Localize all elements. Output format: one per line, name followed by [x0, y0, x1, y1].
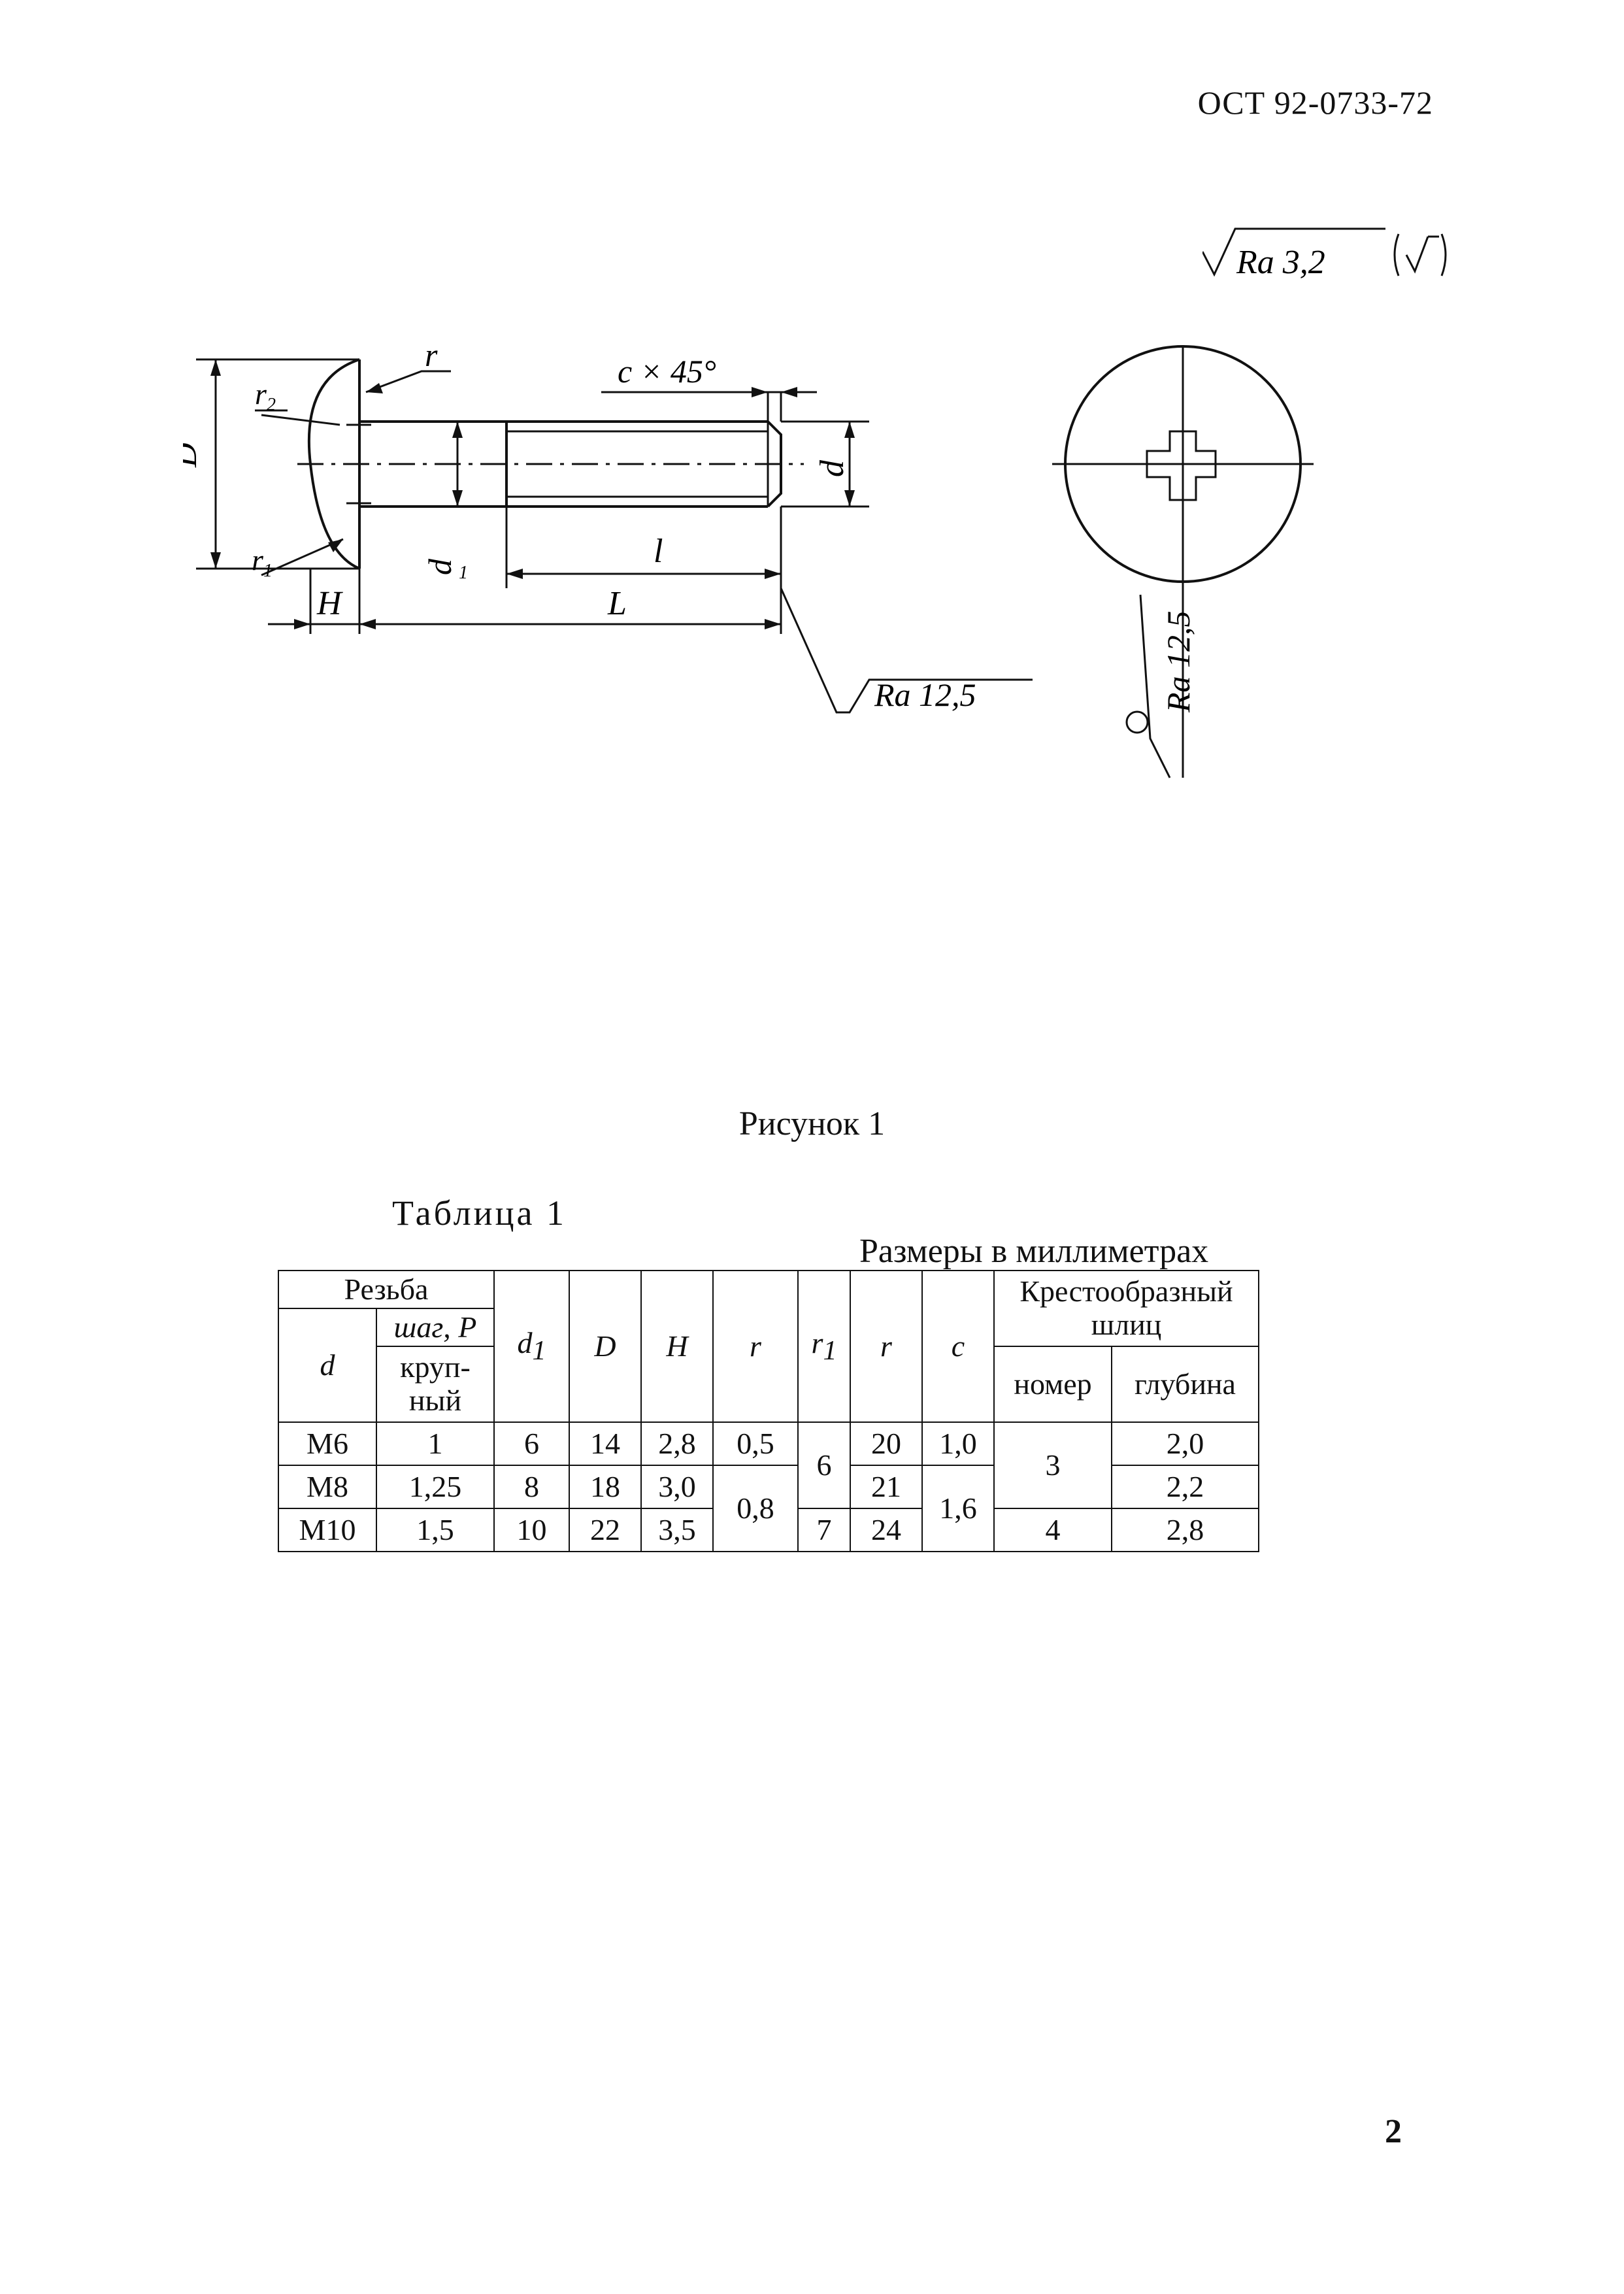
cell-c: 1,6 [921, 1465, 995, 1552]
screw-drawing: D r r 2 r 1 c × 45° d d 1 l L H Ra 12,5 [183, 337, 1033, 714]
th-coarse: круп- ный [376, 1346, 495, 1423]
cell-d: M8 [278, 1465, 377, 1509]
th-H: H [640, 1270, 714, 1423]
dim-l-label: l [654, 533, 663, 570]
cell-d1: 10 [493, 1508, 570, 1552]
table-units-note: Размеры в миллиметрах [859, 1233, 1209, 1270]
roughness-slot-label: Ra 12,5 [1160, 610, 1197, 713]
th-c: c [921, 1270, 995, 1423]
th-depth: глубина [1111, 1346, 1259, 1423]
cell-H: 2,8 [640, 1421, 714, 1466]
roughness-general-mark: Ra 3,2 [1202, 227, 1447, 281]
th-d: d [278, 1308, 377, 1423]
cell-H: 3,5 [640, 1508, 714, 1552]
th-r1-sub: 1 [823, 1336, 837, 1366]
th-d1-main: d [517, 1325, 533, 1359]
th-r1: r1 [797, 1270, 851, 1423]
th-pitch: шаг, P [376, 1308, 495, 1347]
th-thread: Резьба [278, 1270, 495, 1309]
cell-r2: 24 [850, 1508, 923, 1552]
th-D: D [569, 1270, 642, 1423]
document-code: ОСТ 92-0733-72 [1197, 84, 1433, 121]
cell-c: 1,0 [921, 1421, 995, 1466]
cell-r2: 20 [850, 1421, 923, 1466]
table-header-row-1: Резьба d1 D H r r1 r c Крестообразный шл… [278, 1270, 1259, 1423]
table-header-row-2: d шаг, P [278, 1308, 1259, 1423]
cell-pitch: 1 [376, 1421, 495, 1466]
cell-d1: 6 [493, 1421, 570, 1466]
cell-r1: 7 [797, 1508, 851, 1552]
cell-r2: 21 [850, 1465, 923, 1509]
cell-depth: 2,8 [1111, 1508, 1259, 1552]
dim-d1-label: d [422, 558, 458, 575]
cell-d: M10 [278, 1508, 377, 1552]
th-r: r [712, 1270, 799, 1423]
table-header-row-3: круп- ный номер глубина [278, 1346, 1259, 1423]
cell-d: M6 [278, 1421, 377, 1466]
dim-r2-label: r [255, 377, 267, 410]
screw-head-top-view: Ra 12,5 [1052, 345, 1314, 778]
cell-H: 3,0 [640, 1465, 714, 1509]
cell-D: 14 [569, 1421, 642, 1466]
cell-depth: 2,0 [1111, 1421, 1259, 1466]
cell-r1: 6 [797, 1421, 851, 1509]
th-r-2: r [850, 1270, 923, 1423]
figure-caption: Рисунок 1 [738, 1105, 886, 1142]
dim-H-label: H [316, 585, 343, 622]
th-slot: Крестообразный шлиц [993, 1270, 1259, 1347]
th-d1-sub: 1 [532, 1336, 546, 1366]
th-d1: d1 [493, 1270, 570, 1423]
cell-num: 3 [993, 1421, 1112, 1509]
table-title: Таблица 1 [392, 1193, 567, 1233]
cell-pitch: 1,25 [376, 1465, 495, 1509]
dim-chamfer-label: c × 45° [618, 353, 716, 390]
table-row: M10 1,5 10 22 3,5 7 24 4 2,8 [278, 1508, 1259, 1552]
cell-num: 4 [993, 1508, 1112, 1552]
cell-r: 0,5 [712, 1421, 799, 1466]
dim-r2-sub: 2 [267, 395, 276, 415]
cell-r: 0,8 [712, 1465, 799, 1552]
cell-D: 22 [569, 1508, 642, 1552]
page-number: 2 [1385, 2113, 1402, 2150]
dim-d-label: d [814, 459, 851, 477]
cell-d1: 8 [493, 1465, 570, 1509]
cell-depth: 2,2 [1111, 1465, 1259, 1509]
th-r1-main: r [811, 1325, 823, 1359]
table-row: M8 1,25 8 18 3,0 0,8 21 1,6 2,2 [278, 1465, 1259, 1552]
dim-r1-sub: 1 [263, 561, 273, 581]
dimensions-table: Резьба d1 D H r r1 r c Крестообразный шл… [278, 1270, 1259, 1552]
dim-d1-sub: 1 [459, 563, 468, 583]
roughness-general-label: Ra 3,2 [1236, 244, 1325, 281]
dim-r-label: r [425, 337, 438, 373]
cell-pitch: 1,5 [376, 1508, 495, 1552]
roughness-side-label: Ra 12,5 [874, 676, 976, 713]
table-row: M6 1 6 14 2,8 0,5 6 20 1,0 3 2,0 [278, 1421, 1259, 1509]
dim-L-label: L [607, 585, 627, 622]
cell-D: 18 [569, 1465, 642, 1509]
dim-r1-label: r [252, 543, 264, 576]
th-number: номер [993, 1346, 1112, 1423]
dim-D-label: D [183, 442, 204, 468]
